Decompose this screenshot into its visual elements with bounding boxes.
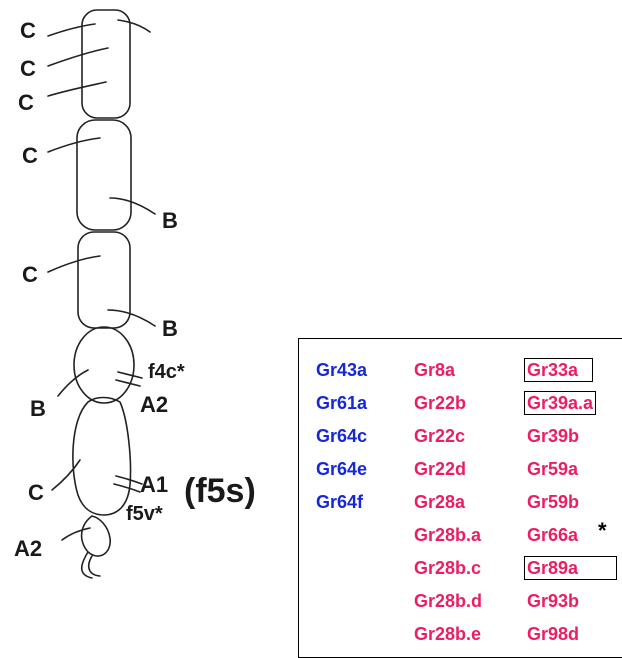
label-c-5: C [22,262,38,287]
label-c-1: C [20,18,36,43]
bristle-c4 [47,137,101,153]
gene-col1-item: Gr64e [316,459,368,479]
gene-col3-item: Gr98d [527,624,580,644]
gene-col2-item: Gr28b.e [414,624,482,644]
label-b-3: B [30,396,46,421]
label-b-2: B [162,316,178,341]
bristle-c5 [47,255,101,273]
tarsal-claw [80,515,111,557]
gene-col2-item: Gr28b.c [414,558,482,578]
bristle-a1-1 [115,475,143,485]
label-a1: A1 [140,472,169,497]
asterisk-mark: * [598,518,607,543]
label-c-4: C [22,143,38,168]
bristle-b3 [57,369,89,397]
label-f4c: f4c* [148,361,185,383]
label-c-6: C [28,480,44,505]
region-label-f5s: (f5s) [184,472,256,510]
bristle-c2 [47,47,109,67]
gene-col2-item: Gr22b [414,393,467,413]
gene-col3-item: Gr39b [527,426,580,446]
gene-col1-item: Gr61a [316,393,368,413]
label-b-1: B [162,208,178,233]
bristle-b1 [109,197,156,215]
bristle-b2 [107,309,156,327]
label-f5v: f5v* [126,503,163,525]
gene-col3-item-boxed: Gr33a [523,358,594,382]
gene-col3-item-boxed: Gr89a [523,556,618,580]
bristle-f4c-1 [117,371,143,379]
segment-3 [77,231,131,329]
bristle-c1-left [47,23,96,37]
segment-2 [76,119,132,231]
gene-col3-item: Gr59a [527,459,579,479]
gene-table [298,338,622,658]
gene-col2-item: Gr28b.d [414,591,483,611]
gene-col2-item: Gr28b.a [414,525,482,545]
bristle-f4c-2 [115,379,141,387]
segment-4 [73,326,135,404]
gene-col2-item: Gr22c [414,426,466,446]
bristle-c6 [51,459,81,491]
bristle-a2-low [61,527,91,541]
gene-col1-item: Gr43a [316,360,368,380]
gene-col2-item: Gr22d [414,459,467,479]
segment-5 [72,396,132,516]
label-a2-upper: A2 [140,392,169,417]
gene-col3-item: Gr59b [527,492,580,512]
gene-col3-item: Gr66a [527,525,579,545]
gene-col2-item: Gr28a [414,492,466,512]
claw-hook [80,551,101,579]
bristle-a1-2 [113,483,141,493]
bristle-c1-right [117,19,151,33]
gene-col3-item: Gr93b [527,591,580,611]
gene-col1-item: Gr64f [316,492,364,512]
gene-col3-item-boxed: Gr39a.a [523,391,597,415]
label-c-2: C [20,56,36,81]
label-a2-lower: A2 [14,536,43,561]
label-c-3: C [18,90,34,115]
gene-col1-item: Gr64c [316,426,368,446]
bristle-c3 [47,81,107,97]
segment-1 [81,9,131,119]
leg-segments-diagram [47,9,156,579]
gene-col2-item: Gr8a [414,360,456,380]
